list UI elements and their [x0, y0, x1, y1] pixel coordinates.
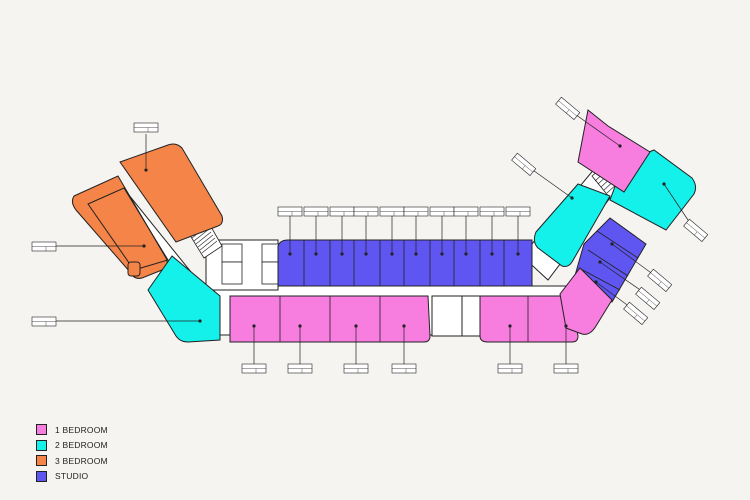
- unit-tag: [31, 316, 57, 327]
- legend-swatch: [36, 470, 47, 482]
- legend-item-2br: 2 BEDROOM: [36, 438, 108, 454]
- unit-tag: [31, 241, 57, 252]
- unit-tag: [353, 206, 379, 217]
- unit-dots: [142, 144, 666, 328]
- studio-dividers: [303, 230, 639, 291]
- legend-label: 3 BEDROOM: [55, 455, 108, 466]
- unit-tag: [379, 206, 405, 217]
- unit-tag: [555, 96, 581, 120]
- unit-tag: [505, 206, 531, 217]
- legend-label: 1 BEDROOM: [55, 424, 108, 435]
- legend-label: 2 BEDROOM: [55, 440, 108, 451]
- unit-tag: [287, 363, 313, 374]
- unit-tag: [497, 363, 523, 374]
- unit-tag: [553, 363, 579, 374]
- legend-label: STUDIO: [55, 471, 89, 482]
- unit-tag: [511, 152, 537, 176]
- one-bedroom-dividers: [279, 296, 529, 342]
- unit-tag: [303, 206, 329, 217]
- unit-tag: [683, 218, 709, 242]
- legend-swatch: [36, 455, 47, 467]
- unit-tag: [241, 363, 267, 374]
- legend-swatch: [36, 424, 47, 436]
- elevator-core: [221, 243, 281, 285]
- three-bedroom-units: [71, 143, 223, 279]
- unit-tag: [403, 206, 429, 217]
- unit-tag: [343, 363, 369, 374]
- legend-item-studio: STUDIO: [36, 469, 108, 485]
- unit-2br-east-a: [533, 183, 611, 267]
- unit-tag: [623, 301, 649, 325]
- unit-tag: [479, 206, 505, 217]
- unit-tag: [453, 206, 479, 217]
- unit-tag: [647, 268, 673, 292]
- unit-tag: [277, 206, 303, 217]
- legend-item-1br: 1 BEDROOM: [36, 422, 108, 438]
- unit-tag: [391, 363, 417, 374]
- leader-lines: [54, 111, 693, 364]
- legend: 1 BEDROOM 2 BEDROOM 3 BEDROOM STUDIO: [36, 422, 108, 484]
- unit-tag: [635, 286, 661, 310]
- unit-tag: [429, 206, 455, 217]
- unit-tags: [31, 96, 709, 374]
- unit-tag: [329, 206, 355, 217]
- legend-swatch: [36, 439, 47, 451]
- unit-2br-west: [147, 255, 221, 343]
- legend-item-3br: 3 BEDROOM: [36, 453, 108, 469]
- unit-tag: [133, 122, 159, 133]
